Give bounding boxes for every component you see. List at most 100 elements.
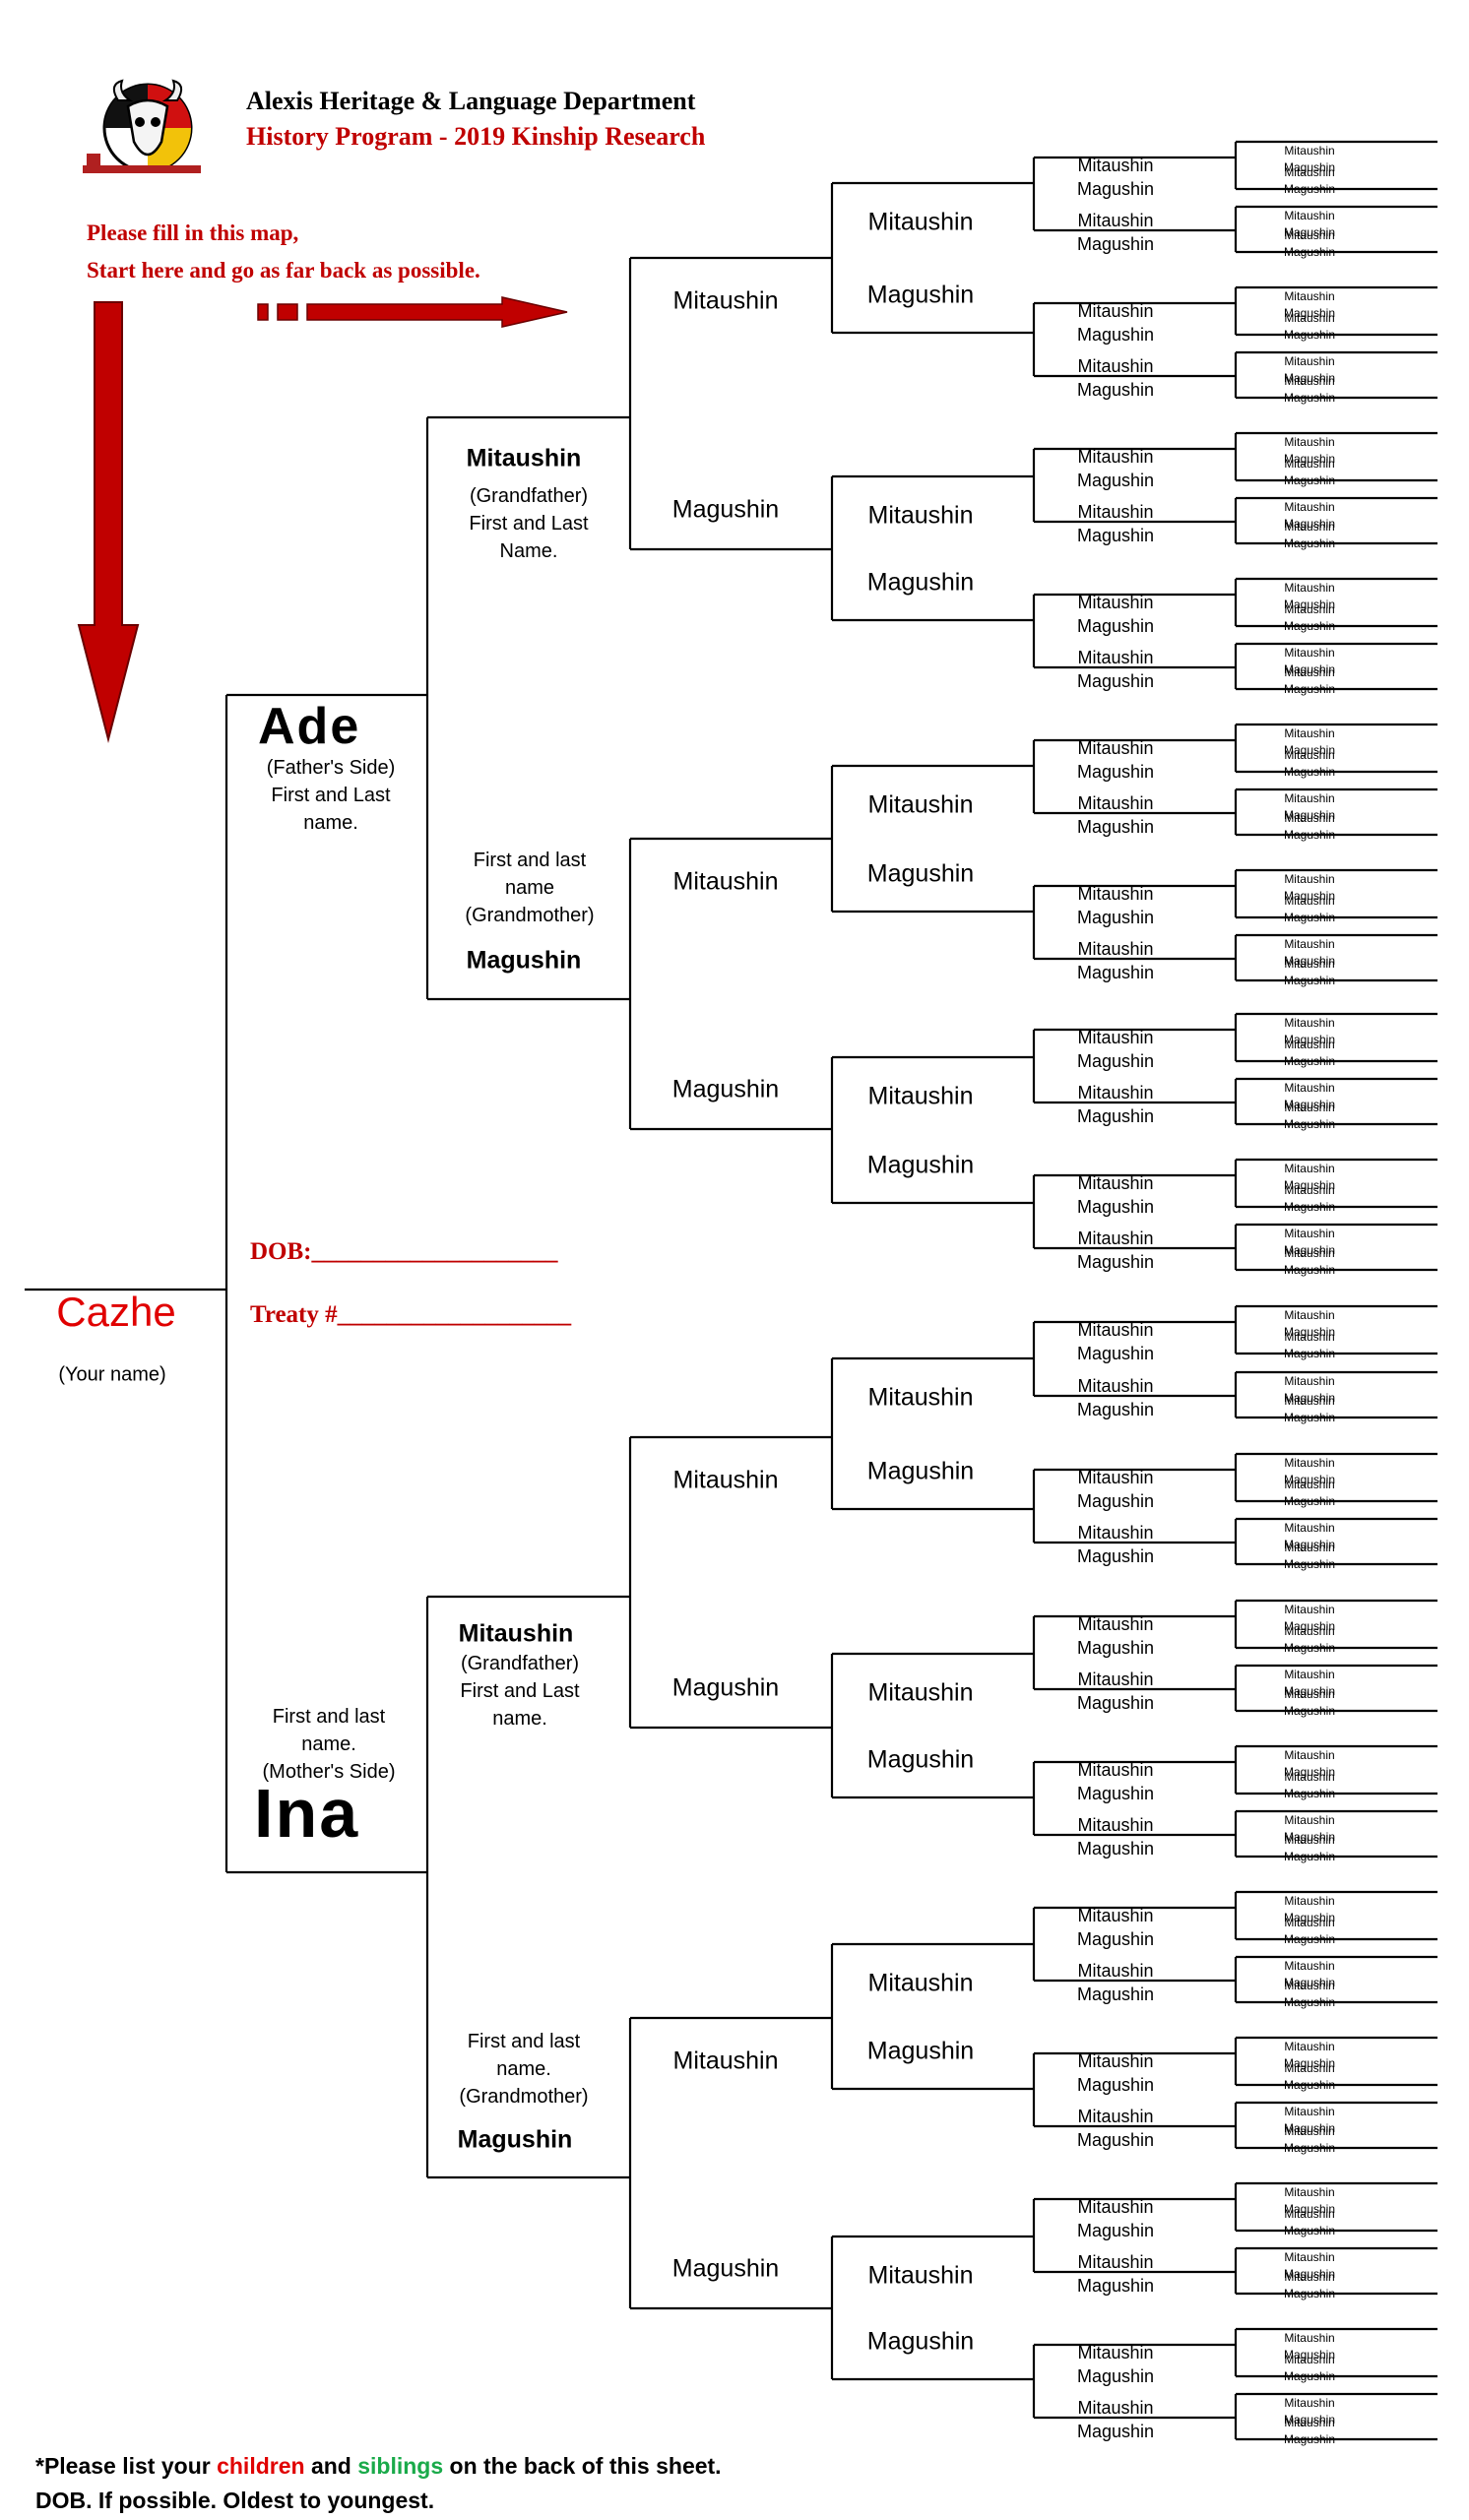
female-ancestor-label: Magushin	[1076, 1929, 1155, 1949]
male-ancestor-label: Mitaushin	[1284, 2250, 1335, 2264]
male-ancestor-label: Mitaushin	[1077, 2398, 1154, 2418]
dob-field[interactable]: DOB:____________________	[250, 1238, 558, 1265]
instruction-line-1: Please fill in this map,	[87, 220, 299, 245]
female-ancestor-label: Magushin	[1283, 391, 1336, 405]
female-ancestor-label: Magushin	[1076, 380, 1155, 400]
female-ancestor-label: Magushin	[1283, 1325, 1336, 1339]
female-ancestor-label: Magushin	[1283, 2348, 1336, 2362]
male-ancestor-label: Mitaushin	[1284, 1330, 1335, 1344]
gen5-female-label: Magushin	[866, 1457, 975, 1485]
female-ancestor-label: Magushin	[1283, 2287, 1336, 2300]
male-ancestor-label: Mitaushin	[1284, 144, 1335, 158]
female-ancestor-label: Magushin	[1283, 182, 1336, 196]
male-ancestor-label: Mitaushin	[1284, 937, 1335, 951]
male-ancestor-label: Mitaushin	[1284, 1227, 1335, 1240]
male-ancestor-label: Mitaushin	[1284, 1394, 1335, 1408]
male-ancestor-label: Mitaushin	[1284, 726, 1335, 740]
female-ancestor-label: Magushin	[1283, 1178, 1336, 1192]
gen5-female-label: Magushin	[866, 2327, 975, 2356]
male-ancestor-label: Mitaushin	[1284, 1894, 1335, 1908]
male-ancestor-label: Mitaushin	[1284, 791, 1335, 805]
female-ancestor-label: Magushin	[1283, 2224, 1336, 2237]
male-ancestor-label: Mitaushin	[1284, 1748, 1335, 1762]
female-ancestor-label: Magushin	[1283, 473, 1336, 487]
male-ancestor-label: Mitaushin	[1284, 165, 1335, 179]
self-note: (Your name)	[58, 1363, 166, 1386]
gen5-male-label: Mitaushin	[867, 1082, 974, 1110]
great-grandmother-label: Magushin	[671, 1673, 780, 1702]
female-ancestor-label: Magushin	[1283, 1538, 1336, 1551]
instruction-line-2: Start here and go as far back as possibl…	[87, 258, 480, 283]
gen5-male-label: Mitaushin	[867, 1383, 974, 1412]
male-ancestor-label: Mitaushin	[1077, 738, 1154, 758]
male-ancestor-label: Mitaushin	[1284, 1979, 1335, 1992]
female-ancestor-label: Magushin	[1076, 963, 1155, 982]
female-ancestor-label: Magushin	[1076, 616, 1155, 636]
male-ancestor-label: Mitaushin	[1284, 1456, 1335, 1470]
male-ancestor-label: Mitaushin	[1077, 2107, 1154, 2126]
great-grandmother-label: Magushin	[671, 2254, 780, 2283]
female-ancestor-label: Magushin	[1283, 1033, 1336, 1046]
female-ancestor-label: Magushin	[1283, 1995, 1336, 2009]
female-ancestor-label: Magushin	[1283, 517, 1336, 531]
treaty-field[interactable]: Treaty #___________________	[250, 1301, 572, 1328]
male-ancestor-label: Mitaushin	[1284, 1959, 1335, 1973]
female-ancestor-label: Magushin	[1283, 328, 1336, 342]
male-ancestor-label: Mitaushin	[1284, 457, 1335, 471]
male-ancestor-label: Mitaushin	[1284, 311, 1335, 325]
male-ancestor-label: Mitaushin	[1284, 2105, 1335, 2118]
female-ancestor-label: Magushin	[1076, 526, 1155, 545]
female-ancestor-label: Magushin	[1283, 1054, 1336, 1068]
gen5-female-label: Magushin	[866, 281, 975, 309]
gen5-female-label: Magushin	[866, 859, 975, 888]
female-ancestor-label: Magushin	[1283, 1932, 1336, 1946]
female-ancestor-label: Magushin	[1283, 889, 1336, 903]
male-ancestor-label: Mitaushin	[1284, 665, 1335, 679]
male-ancestor-label: Mitaushin	[1284, 1016, 1335, 1030]
male-ancestor-label: Mitaushin	[1077, 301, 1154, 321]
great-grandfather-label: Mitaushin	[672, 2047, 779, 2075]
male-ancestor-label: Mitaushin	[1284, 354, 1335, 368]
male-ancestor-label: Mitaushin	[1284, 748, 1335, 762]
male-ancestor-label: Mitaushin	[1284, 872, 1335, 886]
male-ancestor-label: Mitaushin	[1284, 581, 1335, 595]
male-ancestor-label: Mitaushin	[1284, 1770, 1335, 1784]
female-ancestor-label: Magushin	[1076, 1051, 1155, 1071]
right-arrow-icon	[257, 296, 568, 328]
female-ancestor-label: Magushin	[1283, 1976, 1336, 1989]
male-ancestor-label: Mitaushin	[1284, 1478, 1335, 1491]
female-ancestor-label: Magushin	[1283, 1911, 1336, 1924]
